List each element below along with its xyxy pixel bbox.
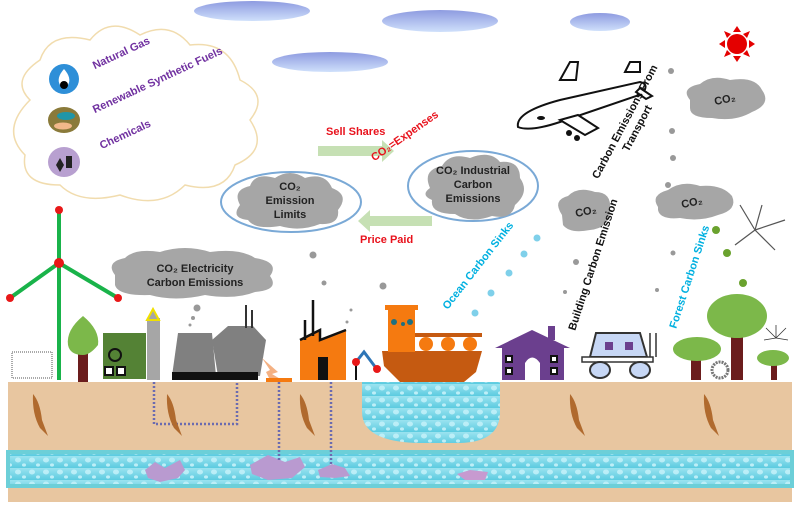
sell-shares-arrow	[318, 140, 394, 162]
turbine-icon	[108, 348, 122, 362]
emission-limits-text: CO₂ Emission Limits	[265, 181, 315, 221]
injection-pipe	[152, 382, 239, 426]
chimney	[147, 318, 160, 380]
warning-triangle	[145, 306, 161, 321]
wind-turbine	[8, 210, 120, 380]
cooling-tower	[172, 333, 216, 376]
electricity-emissions-cloud	[111, 248, 273, 299]
co2-storage-blob	[145, 460, 185, 482]
co2-cloud	[655, 183, 734, 220]
forest-sink-dots	[712, 226, 747, 287]
price-paid-arrow	[358, 210, 432, 232]
crane-arm	[354, 349, 378, 369]
emission-limits-cloud	[236, 173, 343, 229]
tree-trunk	[771, 360, 777, 380]
sky-clouds	[194, 1, 630, 72]
co2-cloud	[686, 77, 766, 120]
industrial-emissions-ellipse	[407, 150, 539, 222]
tree	[707, 294, 767, 338]
bush-ring	[710, 360, 730, 380]
tree-trunk	[731, 330, 743, 380]
house-roof	[495, 330, 570, 348]
tree	[757, 350, 789, 366]
sun-icon	[719, 26, 755, 62]
dandelion-icon	[763, 325, 789, 341]
industrial-emissions-text: CO₂ Industrial Carbon Emissions	[436, 165, 510, 205]
price-paid-label: Price Paid	[360, 234, 414, 246]
fossil-fish	[32, 394, 719, 436]
tree-trunk	[691, 352, 701, 380]
ocean-sink-dots	[471, 234, 541, 317]
tree	[673, 337, 721, 361]
tree-trunk	[78, 350, 88, 382]
co2-storage-blob	[250, 455, 305, 480]
emission-limits-ellipse	[220, 171, 362, 233]
ship-cabin	[388, 310, 415, 352]
wheel	[589, 361, 611, 379]
wheel	[629, 361, 651, 379]
co2-storage-blob	[457, 470, 488, 480]
fern-icon	[734, 204, 786, 251]
airplane-icon	[516, 61, 654, 137]
industrial-emissions-cloud	[425, 154, 524, 220]
factory	[300, 330, 346, 380]
chemicals-icon	[48, 147, 80, 177]
co2-cloud	[558, 189, 611, 232]
electricity-emissions-text: CO₂ Electricity Carbon Emissions	[146, 263, 244, 289]
co2-storage-blob	[318, 464, 350, 478]
ship-hull	[382, 351, 482, 382]
ocean-basin	[362, 382, 500, 443]
reactor-building	[212, 326, 266, 376]
vehicle	[588, 332, 649, 358]
bush-scribble	[11, 351, 53, 379]
emission-dots	[188, 68, 676, 327]
sell-shares-label: Sell Shares	[326, 126, 386, 138]
aquifer-band	[6, 450, 794, 488]
tree	[67, 316, 99, 355]
lightning-icon	[262, 358, 282, 380]
